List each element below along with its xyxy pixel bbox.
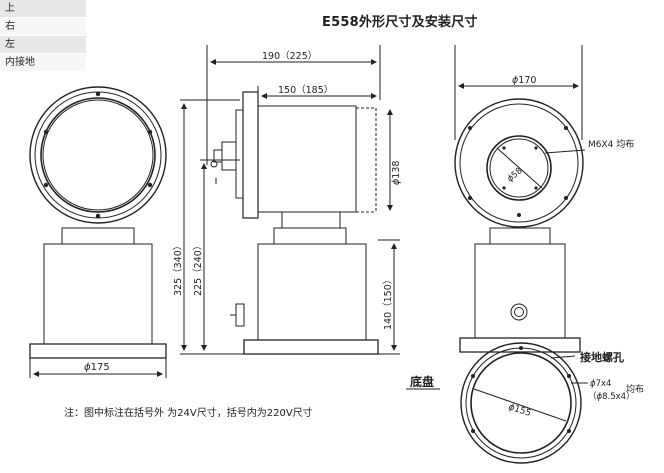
side-menu-item-left[interactable]: 左: [0, 36, 86, 54]
page-title: E558外形尺寸及安装尺寸: [322, 15, 478, 30]
hole-small-label: ϕ7x4: [590, 379, 611, 389]
dim-body-length-label: 150（185）: [278, 84, 333, 96]
bottom-plate-view: [406, 342, 588, 464]
dim-overall-length-label: 190（225）: [262, 50, 317, 62]
ground-hole-label: 接地螺孔: [580, 350, 624, 364]
top-view: [454, 45, 586, 353]
side-menu: 上 右 左 内接地: [0, 0, 86, 72]
side-menu-item-inner-ground[interactable]: 内接地: [0, 54, 86, 72]
dimension-note: 注：图中标注在括号外 为24V尺寸，括号内为220V尺寸: [64, 408, 313, 419]
hole-even-label: 均布: [626, 383, 644, 395]
dim-bottom-dia-label: ϕ155: [507, 402, 532, 419]
side-menu-item-top[interactable]: 上: [0, 0, 86, 18]
front-view: [29, 86, 167, 378]
dim-top-dia-label: ϕ170: [512, 75, 536, 86]
bottom-plate-label: 底盘: [410, 374, 434, 389]
side-menu-item-right[interactable]: 右: [0, 18, 86, 36]
dim-base-height-label: 140（150）: [382, 275, 394, 330]
dim-base-front-label: ϕ175: [84, 362, 110, 373]
bolt-spec-label: M6X4 均布: [588, 138, 634, 150]
dim-flange-dia-label: ϕ138: [391, 161, 402, 185]
side-view: [180, 45, 400, 355]
dim-mid-height-label: 225（240）: [192, 241, 204, 296]
dim-window-dia-label: ϕ58: [506, 166, 525, 184]
dim-total-height-label: 325（340）: [172, 241, 184, 296]
hole-large-label: （ϕ8.5x4）: [588, 391, 635, 402]
